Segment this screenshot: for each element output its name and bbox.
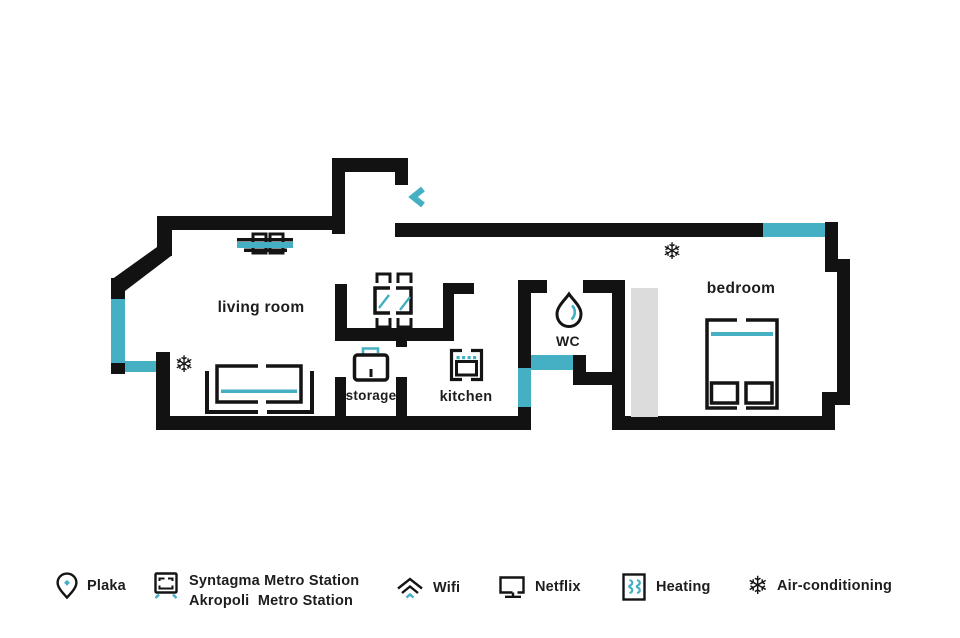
bed-icon <box>705 318 779 410</box>
metro-station-icon <box>154 572 178 599</box>
room-label-wc: WC <box>556 333 580 349</box>
storage-case-icon <box>352 347 390 382</box>
legend-item-wifi: Wifi <box>396 576 460 600</box>
legend-label: Netflix <box>535 579 581 595</box>
wifi-icon <box>397 577 423 599</box>
oven-icon <box>449 348 484 382</box>
windows-and-doors <box>111 223 825 407</box>
legend-label: Syntagma Metro Station <box>189 573 360 589</box>
heating-radiator-icon <box>622 573 646 601</box>
diagonal-wall <box>111 247 171 291</box>
netflix-screen-icon <box>499 576 525 598</box>
legend-label: Air-conditioning <box>776 578 893 594</box>
room-label-bedroom: bedroom <box>707 280 775 297</box>
entrance-arrow-icon <box>408 186 425 208</box>
room-label-storage: storage <box>346 388 397 403</box>
tv-icon <box>237 232 293 255</box>
sofa-icon <box>205 364 314 414</box>
bedroom-window <box>763 223 825 237</box>
legend-item-heating: Heating <box>621 572 711 602</box>
closet-area <box>631 288 658 417</box>
legend-label: Heating <box>656 579 711 595</box>
legend-label: Wifi <box>433 580 461 596</box>
living-room-window <box>111 299 125 363</box>
legend-item-air-conditioning: ❄ Air-conditioning <box>747 573 892 599</box>
room-label-living-room: living room <box>218 299 305 316</box>
legend-item-netflix: Netflix <box>498 575 581 599</box>
living-room-side-window <box>125 361 156 372</box>
snowflake-icon: ❄ <box>747 571 768 600</box>
legend-label: Plaka <box>87 577 126 594</box>
ac-snowflake-living-icon: ❄ <box>174 352 193 378</box>
exterior-walls <box>111 158 850 430</box>
wc-drop-icon <box>555 291 583 329</box>
room-label-kitchen: kitchen <box>440 389 493 405</box>
legend-item-metro: Syntagma Metro Station Akropoli Metro St… <box>152 571 359 611</box>
kitchen-window <box>518 368 531 407</box>
dining-table-icon <box>373 272 413 329</box>
ac-snowflake-bedroom-icon: ❄ <box>662 239 681 265</box>
location-pin-icon <box>56 572 78 599</box>
legend: Plaka Syntagma Metro Station Akropoli Me… <box>0 560 960 630</box>
legend-label-line2: Akropoli Metro Station <box>189 593 354 609</box>
interior-walls <box>335 280 625 430</box>
legend-item-plaka: Plaka <box>56 572 126 599</box>
wc-window <box>531 355 573 370</box>
